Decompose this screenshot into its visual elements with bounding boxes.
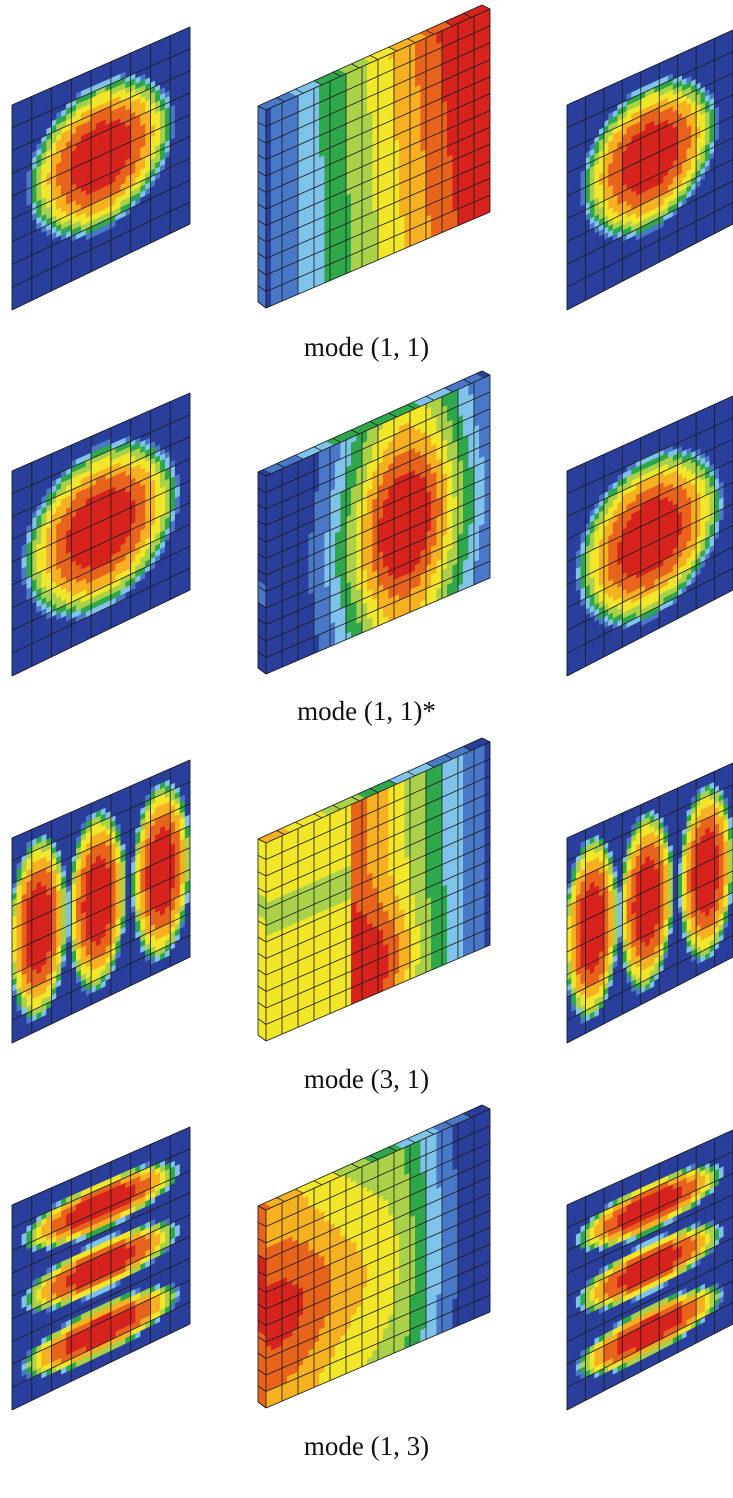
left-plate-1 (11, 26, 191, 311)
left-plate-2 (11, 392, 191, 677)
block-1 (257, 4, 491, 309)
right-plate-1 (566, 29, 733, 311)
